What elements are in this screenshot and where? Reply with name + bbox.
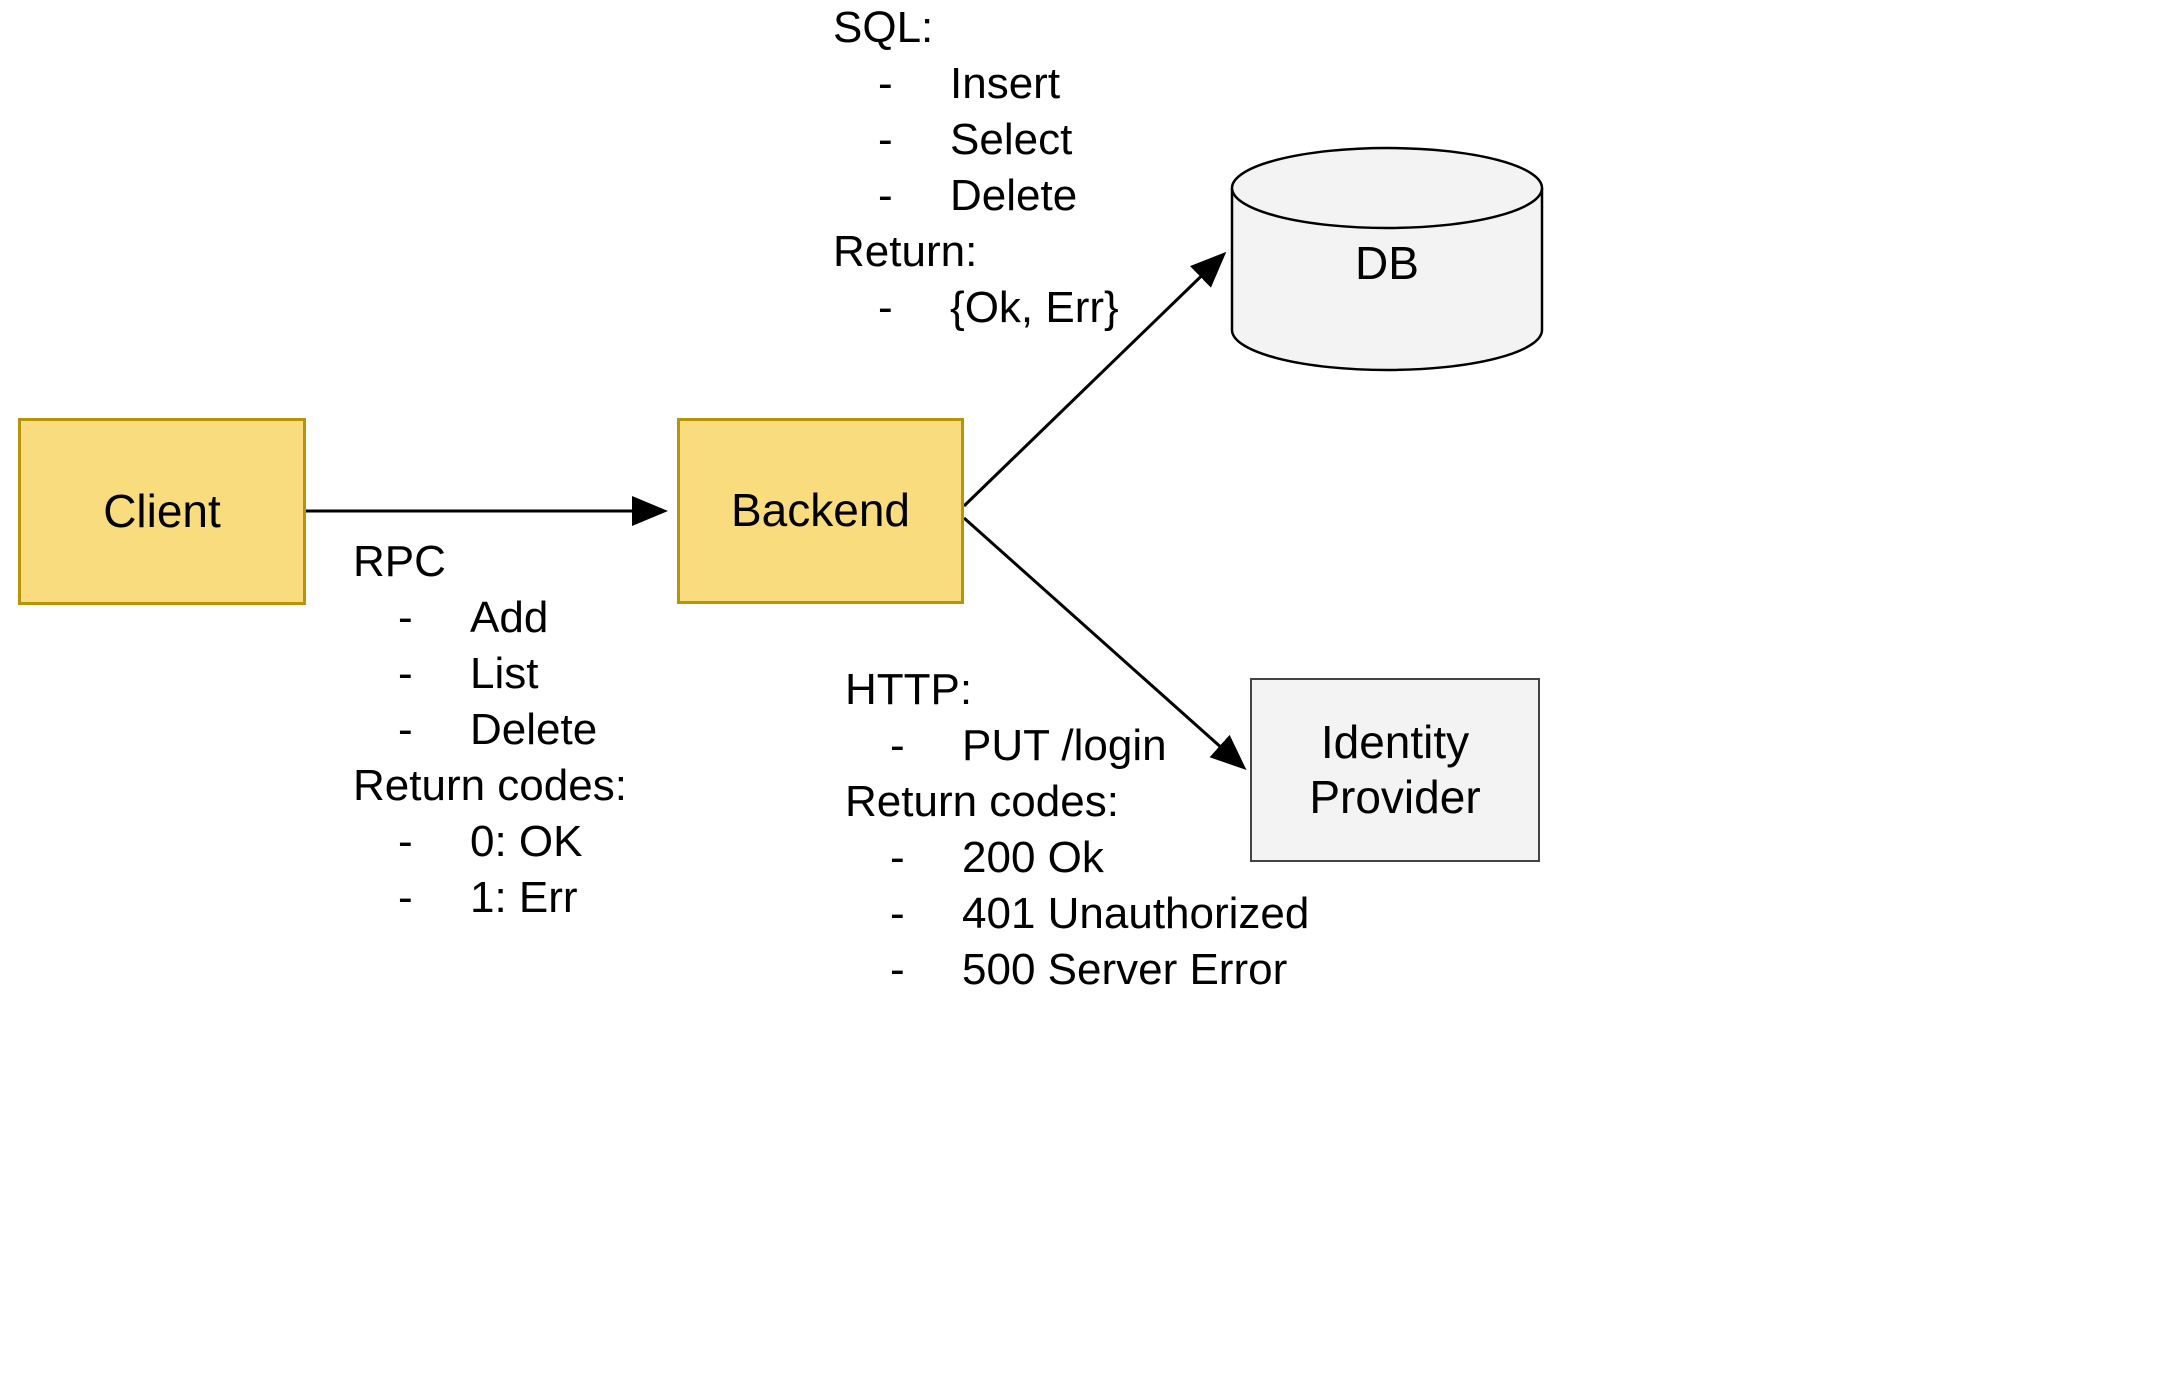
backend-node-label: Backend — [730, 484, 910, 537]
bullet-dash: - — [890, 889, 905, 938]
bullet-dash: - — [878, 283, 893, 332]
http-return-item-text: 401 Unauthorized — [962, 889, 1310, 938]
sql-item-text: Delete — [950, 171, 1078, 220]
db-cylinder — [1230, 146, 1544, 372]
sql-item: - Insert — [833, 56, 1119, 112]
identity-provider-node-label: Identity Provider — [1309, 715, 1481, 823]
arrow-backend-to-identity — [963, 516, 1247, 770]
http-return-item: - 500 Server Error — [845, 942, 1309, 998]
rpc-item-text: List — [470, 649, 539, 698]
http-return-title: Return codes: — [845, 777, 1119, 826]
sql-item: - Delete — [833, 168, 1119, 224]
http-return-item-text: 200 Ok — [962, 833, 1104, 882]
backend-node: Backend — [677, 418, 964, 604]
rpc-return-item-text: 0: OK — [470, 817, 583, 866]
rpc-item: - Add — [353, 590, 627, 646]
client-node: Client — [18, 418, 306, 605]
rpc-return-title: Return codes: — [353, 761, 627, 810]
arrow-backend-to-db — [962, 251, 1227, 508]
rpc-annotation: RPC - Add - List - Delete Return codes: - 0:… — [353, 534, 627, 926]
http-return-item: - 401 Unauthorized — [845, 886, 1309, 942]
rpc-item-text: Add — [470, 593, 549, 642]
sql-return-title: Return: — [833, 227, 978, 276]
db-node-label: DB — [1355, 237, 1419, 289]
rpc-return-item: - 1: Err — [353, 870, 627, 926]
sql-item-text: Select — [950, 115, 1073, 164]
http-annotation: HTTP: -PUT /login Return codes: -200 Ok … — [845, 662, 1309, 998]
sql-return-item: - {Ok, Err} — [833, 280, 1119, 336]
bullet-dash: - — [398, 705, 413, 754]
client-node-label: Client — [103, 484, 221, 537]
http-item: - PUT /login — [845, 718, 1309, 774]
rpc-title: RPC — [353, 537, 446, 586]
sql-annotation: SQL: - Insert - Select - Delete Return: - {O… — [833, 0, 1119, 336]
http-return-item: - 200 Ok — [845, 830, 1309, 886]
http-item-text: PUT /login — [962, 721, 1167, 770]
rpc-item: - Delete — [353, 702, 627, 758]
bullet-dash: - — [878, 59, 893, 108]
bullet-dash: - — [398, 593, 413, 642]
sql-title: SQL: — [833, 3, 934, 52]
sql-return-item-text: {Ok, Err} — [950, 283, 1119, 332]
rpc-item-text: Delete — [470, 705, 598, 754]
bullet-dash: - — [878, 115, 893, 164]
identity-provider-node: Identity Provider — [1250, 678, 1540, 862]
bullet-dash: - — [398, 873, 413, 922]
http-return-item-text: 500 Server Error — [962, 945, 1288, 994]
bullet-dash: - — [878, 171, 893, 220]
bullet-dash: - — [398, 649, 413, 698]
sql-item-text: Insert — [950, 59, 1061, 108]
http-title: HTTP: — [845, 665, 973, 714]
bullet-dash: - — [890, 945, 905, 994]
rpc-return-item: - 0: OK — [353, 814, 627, 870]
bullet-dash: - — [890, 721, 905, 770]
bullet-dash: - — [890, 833, 905, 882]
sql-item: - Select — [833, 112, 1119, 168]
rpc-return-item-text: 1: Err — [470, 873, 578, 922]
bullet-dash: - — [398, 817, 413, 866]
rpc-item: - List — [353, 646, 627, 702]
